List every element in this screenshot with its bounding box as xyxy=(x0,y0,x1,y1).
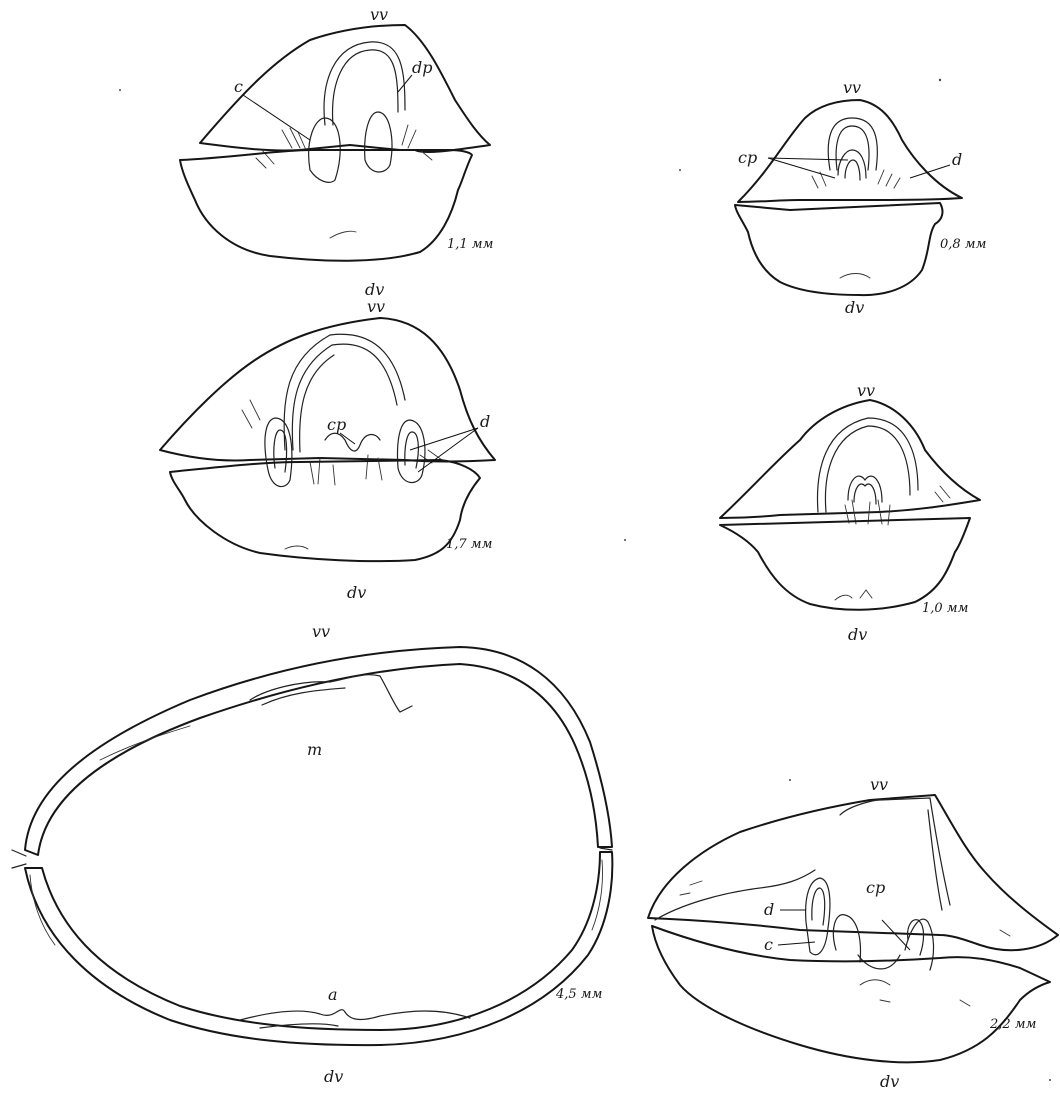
label-c: c xyxy=(764,935,773,954)
hatch xyxy=(680,881,1010,1006)
label-d: d xyxy=(764,900,774,919)
label-cp: cp xyxy=(327,415,346,434)
label-cp-leader xyxy=(340,433,355,444)
dorsal-valve xyxy=(735,203,942,295)
figure-4-5mm: m a vv dv 4,5 мм xyxy=(12,622,612,1086)
ventral-valve xyxy=(200,25,490,152)
muscle-scar-left xyxy=(265,418,292,487)
dorsal-line xyxy=(835,590,872,600)
label-vv: vv xyxy=(843,78,861,97)
label-d-leader-1 xyxy=(410,428,478,450)
label-dv: dv xyxy=(880,1072,899,1091)
label-cp: cp xyxy=(738,148,757,167)
label-dv: dv xyxy=(347,583,366,602)
label-d-leader-2 xyxy=(418,428,478,472)
cardinal-process xyxy=(838,150,866,180)
muscle-scar-right xyxy=(398,420,425,483)
size-label: 4,5 мм xyxy=(555,987,602,1002)
figure-1-1mm: c dp vv dv 1,1 мм xyxy=(180,5,493,299)
label-cp: cp xyxy=(866,878,885,897)
cardinal-process-right xyxy=(365,112,392,172)
hinge-gap-right xyxy=(600,848,612,850)
figure-1-7mm: cp d vv dv 1,7 мм xyxy=(160,297,495,602)
diductor-track xyxy=(840,798,950,910)
label-vv: vv xyxy=(870,775,888,794)
ventral-valve xyxy=(648,795,1058,950)
hinge-gap-left xyxy=(12,850,26,868)
size-label: 1,1 мм xyxy=(447,237,493,252)
diductor-track xyxy=(324,42,405,125)
label-cp-leader xyxy=(882,920,910,950)
ventral-valve xyxy=(738,100,962,202)
label-c: c xyxy=(234,77,243,96)
hatch xyxy=(812,170,900,188)
dorsal-valve xyxy=(720,518,970,610)
dorsal-valve xyxy=(652,926,1050,1062)
hatch xyxy=(242,400,442,485)
dorsal-line xyxy=(840,274,870,279)
label-d: d xyxy=(480,412,490,431)
label-vv: vv xyxy=(857,381,875,400)
size-label: 1,0 мм xyxy=(922,601,968,616)
label-dv: dv xyxy=(845,298,864,317)
ventral-valve xyxy=(720,400,980,518)
cardinal-process xyxy=(848,476,882,504)
label-m: m xyxy=(307,740,322,759)
label-a: a xyxy=(328,985,338,1004)
label-d: d xyxy=(952,150,962,169)
dorsal-valve xyxy=(180,150,472,261)
figure-1-0mm: vv dv 1,0 мм xyxy=(720,381,980,644)
label-vv: vv xyxy=(370,5,388,24)
ventral-valve xyxy=(160,318,495,462)
label-dp: dp xyxy=(412,58,432,77)
dorsal-valve xyxy=(170,460,480,561)
label-c-leader xyxy=(243,95,310,140)
label-vv: vv xyxy=(367,297,385,316)
figure-2-2mm: d c cp vv dv 2,2 мм xyxy=(648,775,1058,1091)
dorsal-line xyxy=(330,231,356,238)
dorsal-line xyxy=(285,546,308,549)
diductor-track xyxy=(828,118,877,170)
label-dv: dv xyxy=(848,625,867,644)
dorsal-valve-outer xyxy=(25,852,612,1045)
diductor-scar-d xyxy=(806,878,830,955)
size-label: 0,8 мм xyxy=(940,237,986,252)
size-label: 1,7 мм xyxy=(446,537,492,552)
diductor-track xyxy=(818,418,918,512)
label-dv: dv xyxy=(324,1067,343,1086)
diductor-track xyxy=(284,334,405,452)
figure-0-8mm: cp d vv dv 0,8 мм xyxy=(735,78,986,317)
label-cp-leader-1 xyxy=(768,158,835,178)
label-vv: vv xyxy=(312,622,330,641)
size-label: 2,2 мм xyxy=(989,1017,1036,1032)
ventral-inner xyxy=(655,870,815,920)
